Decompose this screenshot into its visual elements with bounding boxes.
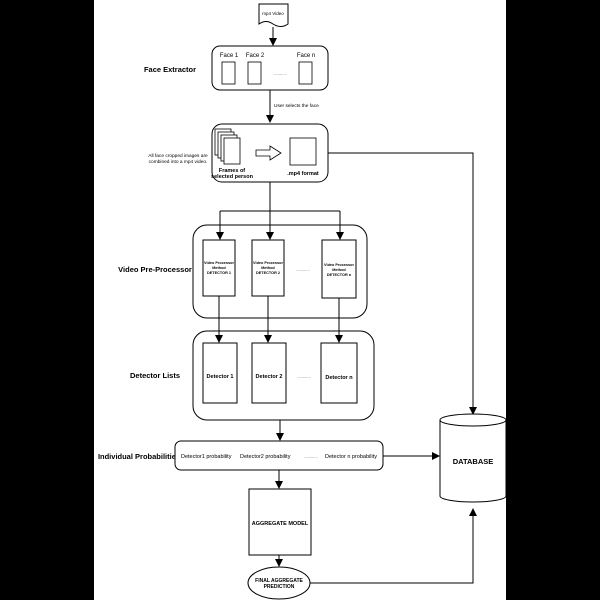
method-n-line-2: Method	[332, 268, 346, 272]
face-extractor-box: Face 1 Face 2 ............ Face n	[211, 45, 329, 91]
frames-box: Frames of selected person .mp4 format	[211, 123, 329, 183]
face-2-label: Face 2	[246, 53, 265, 59]
detector-box-2: Detector 2	[251, 342, 287, 404]
detector-2-label: Detector 2	[256, 374, 283, 380]
face-extractor-label: Face Extractor	[144, 65, 196, 74]
detector-1-label: Detector 1	[207, 374, 234, 380]
method-1-line-1: Video Processor	[204, 261, 234, 265]
probability-n: Detector n probability	[325, 454, 377, 460]
detector-box-n: Detector n	[320, 342, 358, 404]
face-ellipsis: ............	[273, 71, 286, 76]
detector-n-label: Detector n	[325, 375, 353, 381]
probability-2: Detector2 probability	[240, 454, 291, 460]
method-n-line-3: DETECTOR n	[327, 273, 352, 277]
aggregate-model-label: AGGREGATE MODEL	[252, 521, 309, 527]
probabilities-box: Detector1 probability Detector2 probabil…	[174, 440, 384, 471]
aggregate-model-box: AGGREGATE MODEL	[248, 488, 312, 556]
convert-arrow-icon	[255, 145, 282, 161]
face-2-thumbnail	[247, 61, 262, 85]
note-line-2: combined into a mp4 video.	[149, 159, 208, 165]
method-n-line-1: Video Processor	[324, 263, 354, 267]
database-cylinder: DATABASE	[439, 413, 507, 503]
mp4-file-icon	[289, 137, 317, 166]
face-1-label: Face 1	[220, 53, 239, 59]
input-video-node: mp4 Video	[258, 3, 289, 27]
method-1-line-3: DETECTOR 1	[207, 271, 231, 275]
method-2-line-2: Method	[261, 266, 275, 270]
probability-ellipsis: ............	[304, 454, 317, 459]
method-ellipsis: ............	[296, 267, 309, 272]
method-box-2: Video Processor Method DETECTOR 2	[251, 239, 285, 297]
arrow-prediction-to-database	[310, 508, 477, 584]
frames-label-line-1: Frames of	[219, 168, 245, 174]
input-video-label: mp4 Video	[262, 11, 284, 16]
database-label: DATABASE	[453, 457, 494, 466]
method-box-n: Video Processor Method DETECTOR n	[321, 239, 357, 299]
detector-lists-container	[192, 330, 375, 421]
final-prediction-ellipse: FINAL AGGREGATE PREDICTION	[247, 566, 311, 600]
note-line-1: All face cropped images are	[148, 153, 208, 159]
face-n-thumbnail	[298, 61, 313, 85]
method-2-line-3: DETECTOR 2	[256, 271, 280, 275]
individual-probabilities-label: Individual Probabilities	[98, 452, 180, 461]
detector-lists-label: Detector Lists	[130, 371, 180, 380]
method-2-line-1: Video Processor	[253, 261, 283, 265]
method-box-1: Video Processor Method DETECTOR 1	[202, 239, 236, 297]
arrow-frames-to-database	[328, 152, 477, 415]
user-selects-label: User selects the face	[274, 103, 319, 109]
detector-ellipsis: ............	[297, 374, 310, 379]
final-prediction-line-2: PREDICTION	[264, 584, 295, 590]
final-prediction-line-1: FINAL AGGREGATE	[255, 578, 303, 584]
face-n-label: Face n	[297, 53, 315, 59]
face-1-thumbnail	[221, 61, 236, 85]
video-preprocessor-container	[192, 224, 368, 319]
detector-box-1: Detector 1	[202, 342, 238, 404]
video-preprocessor-label: Video Pre-Processor	[118, 265, 192, 274]
frames-label-line-2: selected person	[211, 174, 254, 180]
probability-1: Detector1 probability	[181, 454, 232, 460]
frames-stack-icon	[214, 128, 241, 165]
method-1-line-2: Method	[212, 266, 226, 270]
mp4-format-label: .mp4 format	[287, 171, 319, 177]
